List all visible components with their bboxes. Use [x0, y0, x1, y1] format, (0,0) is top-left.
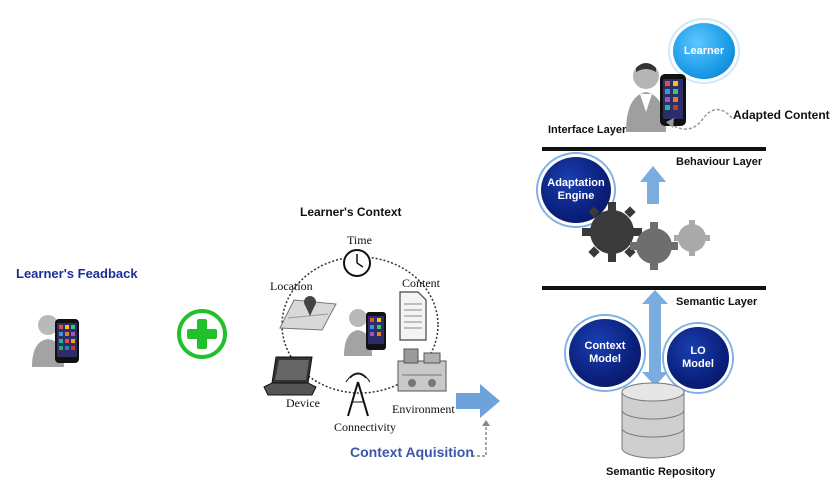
learner-with-phone-icon: [32, 315, 79, 367]
context-acquisition-label: Context Aquisition: [350, 444, 474, 460]
context-acquisition-dashed-connector: [472, 420, 490, 457]
context-learner-icon: [344, 309, 386, 356]
context-model-line1: Context: [584, 340, 626, 352]
interface-layer-line: [542, 147, 766, 151]
semantic-layer-label: Semantic Layer: [676, 296, 758, 308]
connectivity-tower-icon: [345, 372, 371, 417]
device-label: Device: [286, 396, 320, 410]
lo-model-line1: LO: [690, 345, 706, 357]
learners-context-title: Learner's Context: [300, 205, 402, 219]
semantic-repository-label: Semantic Repository: [606, 466, 716, 478]
gears-icon: [582, 202, 710, 270]
interface-layer-label: Interface Layer: [548, 124, 627, 136]
context-model-line2: Model: [589, 353, 621, 365]
clock-icon: [343, 249, 371, 277]
time-label: Time: [347, 233, 372, 247]
environment-label: Environment: [392, 402, 455, 416]
semantic-layer-line: [542, 286, 766, 290]
location-label: Location: [270, 279, 313, 293]
adapted-content-label: Adapted Content: [733, 108, 830, 122]
learner-feedback-label: Learner's Feadback: [16, 266, 138, 281]
adapted-content-dashed-arrow: [666, 108, 733, 130]
lo-model-circle: LO Model: [664, 324, 732, 392]
lo-model-line2: Model: [682, 358, 714, 370]
environment-machine-icon: [397, 348, 447, 392]
plus-icon: [177, 309, 227, 359]
database-icon: [621, 382, 685, 459]
connectivity-label: Connectivity: [334, 420, 396, 434]
semantic-double-arrow: [642, 290, 668, 386]
context-acquisition-arrow: [456, 384, 500, 418]
behaviour-up-arrow: [640, 166, 666, 204]
learner-with-phone-icon: [626, 63, 686, 132]
learner-bubble: Learner: [670, 20, 738, 82]
behaviour-layer-label: Behaviour Layer: [676, 156, 763, 168]
laptop-icon: [263, 356, 317, 396]
location-map-icon: [279, 296, 337, 331]
learner-label: Learner: [683, 45, 725, 57]
content-label: Content: [402, 276, 440, 290]
adaptation-engine-line2: Engine: [557, 190, 595, 202]
content-document-icon: [399, 291, 427, 341]
context-model-circle: Context Model: [566, 316, 644, 390]
adaptation-engine-line1: Adaptation: [547, 177, 605, 189]
